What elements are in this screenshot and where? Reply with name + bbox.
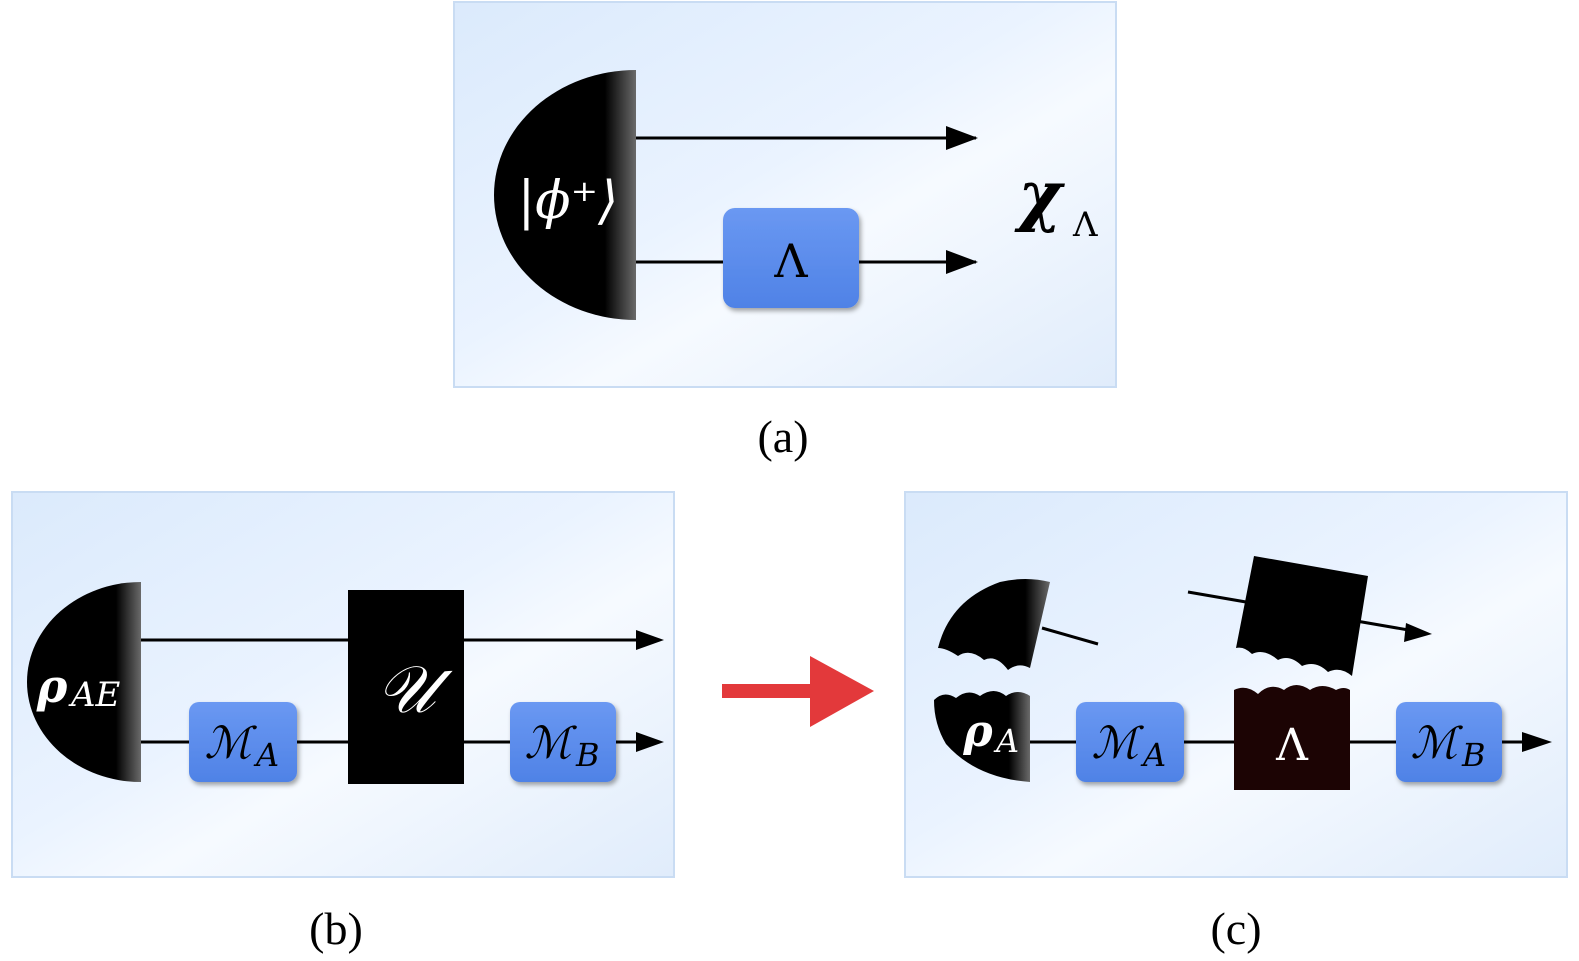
panel-b-unitary-box xyxy=(348,590,464,784)
panel-a-channel-box xyxy=(723,208,859,308)
panel-c-channel-label: Λ xyxy=(1275,720,1309,771)
panel-b-bottom-arrowhead xyxy=(636,732,664,752)
panel-a: |ϕ⁺⟩ Λ χ Λ xyxy=(453,1,1117,388)
panel-c-main-arrowhead xyxy=(1522,732,1552,752)
panel-a-state-label: |ϕ⁺⟩ xyxy=(518,171,619,231)
panel-c-measure-a-subscript: A xyxy=(1140,736,1166,774)
panel-c-state-bottom xyxy=(934,691,1030,782)
panel-b-measure-a-box xyxy=(189,702,297,782)
panel-b-state-label: ρ xyxy=(36,659,68,713)
panel-c-measure-b-subscript: B xyxy=(1461,736,1486,774)
panel-c-broken-unitary-top xyxy=(1236,556,1368,676)
panel-c-state-label: ρ xyxy=(962,706,993,757)
panel-b-top-arrowhead xyxy=(636,630,664,650)
panel-b-state xyxy=(27,582,141,782)
panel-c-measure-b-label: ℳ xyxy=(1410,718,1463,769)
panel-a-top-arrowhead xyxy=(946,126,978,150)
panel-a-output-label: χ xyxy=(1014,156,1065,234)
panel-b-measure-a-label: ℳ xyxy=(204,718,257,769)
panel-b-measure-a-subscript: A xyxy=(253,736,279,774)
panel-b-state-subscript: AE xyxy=(68,675,121,715)
panel-b-measure-b-label: ℳ xyxy=(524,718,577,769)
panel-c: ρ A ℳ A Λ ℳ B xyxy=(904,491,1568,878)
panel-a-state xyxy=(494,70,636,320)
panel-c-broken-wire-top xyxy=(1041,626,1099,646)
panel-c-measure-b-box xyxy=(1396,702,1502,782)
panel-b-measure-b-subscript: B xyxy=(575,736,600,774)
panel-c-broken-wire-through xyxy=(1187,590,1421,634)
panel-c-measure-a-label: ℳ xyxy=(1091,718,1144,769)
caption-a: (a) xyxy=(757,411,808,462)
panel-b-measure-b-box xyxy=(510,702,616,782)
caption-b: (b) xyxy=(309,903,363,954)
panel-a-bottom-arrowhead xyxy=(946,250,978,274)
caption-c: (c) xyxy=(1210,903,1261,954)
panel-b: ρ AE ℳ A 𝒰 ℳ B xyxy=(11,491,675,878)
red-right-arrow-icon xyxy=(722,656,874,727)
panel-c-state-subscript: A xyxy=(993,722,1019,760)
panel-c-measure-a-box xyxy=(1076,702,1184,782)
panel-c-broken-arrowhead xyxy=(1404,623,1432,642)
panel-a-output-subscript: Λ xyxy=(1072,205,1098,245)
panel-a-channel-label: Λ xyxy=(773,234,808,288)
panel-c-background xyxy=(904,491,1568,878)
panel-c-channel-box xyxy=(1234,685,1350,790)
panel-c-broken-state-top xyxy=(938,579,1050,670)
